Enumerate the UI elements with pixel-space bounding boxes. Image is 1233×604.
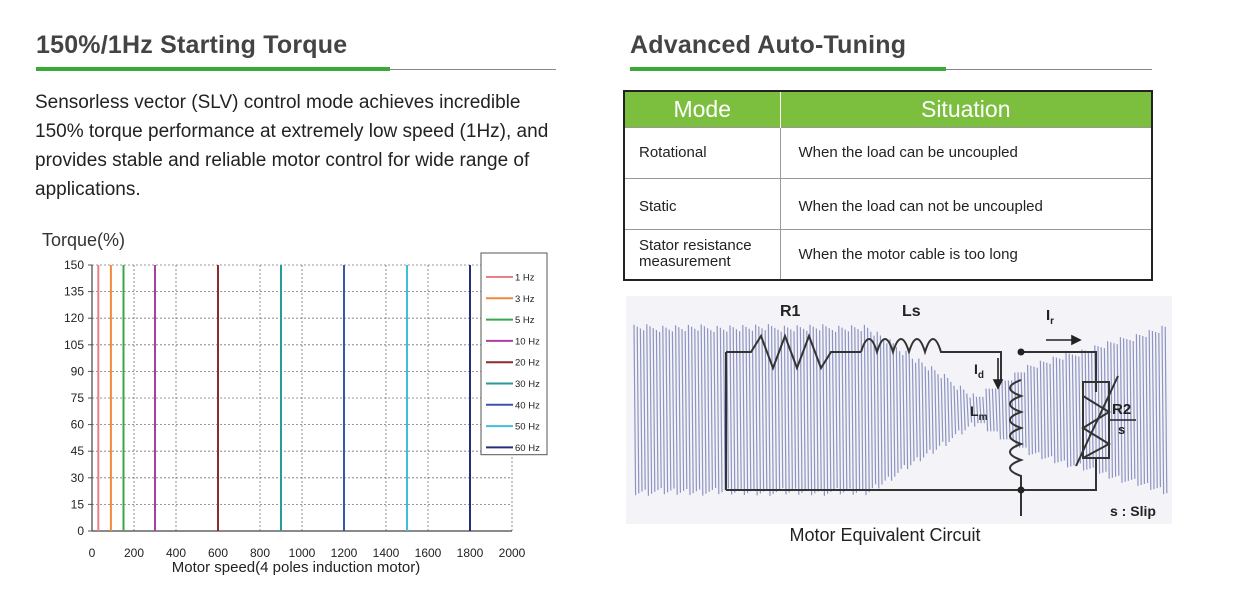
legend-label: 50 Hz (515, 422, 540, 433)
circuit-wires (725, 333, 1119, 516)
table-row: Static When the load can not be uncouple… (624, 177, 1152, 229)
label-id: I (974, 361, 978, 377)
legend-box (480, 252, 548, 456)
y-tick-label: 135 (64, 285, 84, 299)
label-ls: Ls (902, 303, 921, 320)
label-r1: R1 (780, 303, 801, 320)
label-r2: R2 (1112, 401, 1131, 418)
table-header-situation: Situation (780, 91, 1152, 127)
label-ir-subscript: r (1050, 316, 1054, 327)
legend-label: 40 Hz (515, 400, 540, 411)
circuit-node (1017, 348, 1025, 356)
legend-label: 3 Hz (515, 294, 535, 305)
y-tick-label: 150 (64, 258, 84, 272)
chart-legend: 1 Hz 3 Hz 5 Hz 10 Hz 20 Hz 30 Hz 40 Hz 50 Hz 60 … (480, 252, 548, 456)
label-ir: I (1046, 307, 1050, 324)
table-cell-mode: Static (624, 177, 781, 229)
table-cell-situation: When the load can not be uncoupled (780, 177, 1152, 229)
label-lm: L (970, 403, 979, 419)
chart-series (97, 265, 471, 531)
torque-section-title: 150%/1Hz Starting Torque (36, 31, 348, 59)
x-tick-label: 1800 (457, 546, 484, 560)
svg-text:Id: Id (974, 361, 984, 381)
x-tick-label: 1000 (289, 546, 316, 560)
autotuning-title-accent (630, 67, 946, 71)
x-tick-label: 2000 (499, 546, 526, 560)
legend-label: 60 Hz (515, 443, 540, 454)
autotuning-mode-table: Mode Situation Rotational When the load … (623, 90, 1153, 281)
x-tick-label: 200 (124, 546, 144, 560)
circuit-caption: Motor Equivalent Circuit (789, 525, 981, 545)
x-tick-label: 400 (166, 546, 186, 560)
legend-label: 5 Hz (515, 315, 535, 326)
chart-xlabel: Motor speed(4 poles induction motor) (172, 559, 420, 576)
chart-ylabel: Torque(%) (42, 230, 125, 250)
y-tick-label: 75 (71, 391, 85, 405)
y-tick-label: 105 (64, 338, 84, 352)
x-tick-label: 600 (208, 546, 228, 560)
y-tick-label: 120 (64, 311, 84, 325)
x-tick-label: 1200 (331, 546, 358, 560)
x-tick-label: 0 (89, 546, 96, 560)
chart-axes: 0 15 30 45 60 75 90 105 120 135 150 0 200 400 600 800 10… (64, 258, 526, 560)
table-row: Rotational When the load can be uncouple… (624, 126, 1152, 178)
y-tick-label: 30 (71, 471, 85, 485)
legend-label: 1 Hz (515, 273, 535, 284)
legend-label: 10 Hz (515, 336, 540, 347)
current-arrows (992, 334, 1082, 390)
label-lm-subscript: m (979, 412, 988, 423)
y-tick-label: 90 (71, 364, 85, 378)
label-id-subscript: d (978, 370, 984, 381)
table-cell-situation: When the motor cable is too long (780, 228, 1152, 280)
motor-equivalent-circuit-diagram: R1 Ls Ir Id Lm R2 s s : Slip (626, 296, 1172, 524)
table-cell-mode: Stator resistance measurement (624, 228, 781, 280)
torque-speed-chart: 0 15 30 45 60 75 90 105 120 135 150 0 200 400 600 800 10… (42, 230, 548, 576)
x-tick-label: 1400 (373, 546, 400, 560)
x-tick-label: 1600 (415, 546, 442, 560)
y-tick-label: 60 (71, 418, 85, 432)
table-cell-situation: When the load can be uncoupled (780, 126, 1152, 178)
table-row: Stator resistance measurement When the m… (624, 228, 1152, 280)
x-tick-label: 800 (250, 546, 270, 560)
table-cell-mode: Rotational (624, 126, 781, 178)
svg-text:Ir: Ir (1046, 307, 1054, 327)
circuit-node (1017, 486, 1025, 494)
autotuning-section-title: Advanced Auto-Tuning (630, 31, 907, 59)
y-tick-label: 15 (71, 497, 85, 511)
torque-title-accent (36, 67, 390, 71)
legend-label: 30 Hz (515, 379, 540, 390)
y-tick-label: 0 (77, 524, 84, 538)
y-tick-label: 45 (71, 444, 85, 458)
legend-label: 20 Hz (515, 358, 540, 369)
label-s: s (1118, 422, 1125, 437)
table-header-mode: Mode (624, 91, 781, 127)
svg-text:Lm: Lm (970, 403, 988, 423)
label-slip-note: s : Slip (1110, 503, 1156, 519)
torque-description: Sensorless vector (SLV) control mode ach… (35, 92, 549, 200)
